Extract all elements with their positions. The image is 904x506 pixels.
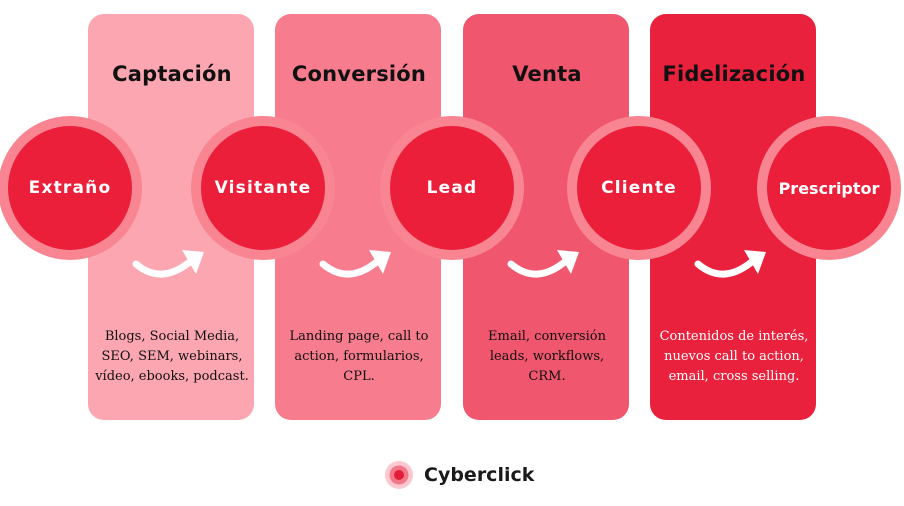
desc-line: Contenidos de interés, <box>659 329 809 344</box>
node-extrano: Extraño <box>0 116 142 260</box>
desc-line: action, formularios, <box>294 349 424 364</box>
node-visitante: Visitante <box>191 116 335 260</box>
desc-line: email, cross selling. <box>668 369 800 384</box>
desc-line: Email, conversión <box>488 329 606 344</box>
node-cliente: Cliente <box>567 116 711 260</box>
stage-title-fidelizacion: Fidelización <box>662 62 806 86</box>
stage-desc-fidelizacion: Contenidos de interés, nuevos call to ac… <box>642 327 826 387</box>
brand-logo: Cyberclick <box>384 460 534 490</box>
brand-name: Cyberclick <box>424 464 535 486</box>
stage-title-venta: Venta <box>512 62 582 86</box>
curved-arrow-icon <box>319 250 391 278</box>
desc-line: nuevos call to action, <box>664 349 804 364</box>
curved-arrow-icon <box>507 250 579 278</box>
curved-arrow-icon <box>694 250 766 278</box>
node-lead: Lead <box>380 116 524 260</box>
node-label-extrano: Extraño <box>28 178 112 198</box>
desc-line: vídeo, ebooks, podcast. <box>95 369 249 384</box>
stage-desc-venta: Email, conversión leads, workflows, CRM. <box>455 327 639 387</box>
desc-line: Blogs, Social Media, <box>104 329 240 344</box>
node-label-prescriptor: Prescriptor <box>778 178 880 198</box>
stage-desc-conversion: Landing page, call to action, formulario… <box>267 327 451 387</box>
stage-title-conversion: Conversión <box>291 62 427 86</box>
stage-title-captacion: Captación <box>112 62 232 86</box>
desc-line: SEO, SEM, webinars, <box>101 349 243 364</box>
node-label-visitante: Visitante <box>214 178 312 198</box>
node-label-cliente: Cliente <box>601 178 677 198</box>
desc-line: CRM. <box>528 369 566 384</box>
node-prescriptor: Prescriptor <box>757 116 901 260</box>
desc-line: Landing page, call to <box>289 329 429 344</box>
concentric-circles-logo-icon <box>385 461 413 489</box>
curved-arrow-icon <box>132 250 204 278</box>
desc-line: CPL. <box>343 369 375 384</box>
desc-line: leads, workflows, <box>489 349 605 364</box>
node-label-lead: Lead <box>426 178 478 198</box>
stage-desc-captacion: Blogs, Social Media, SEO, SEM, webinars,… <box>80 327 264 387</box>
